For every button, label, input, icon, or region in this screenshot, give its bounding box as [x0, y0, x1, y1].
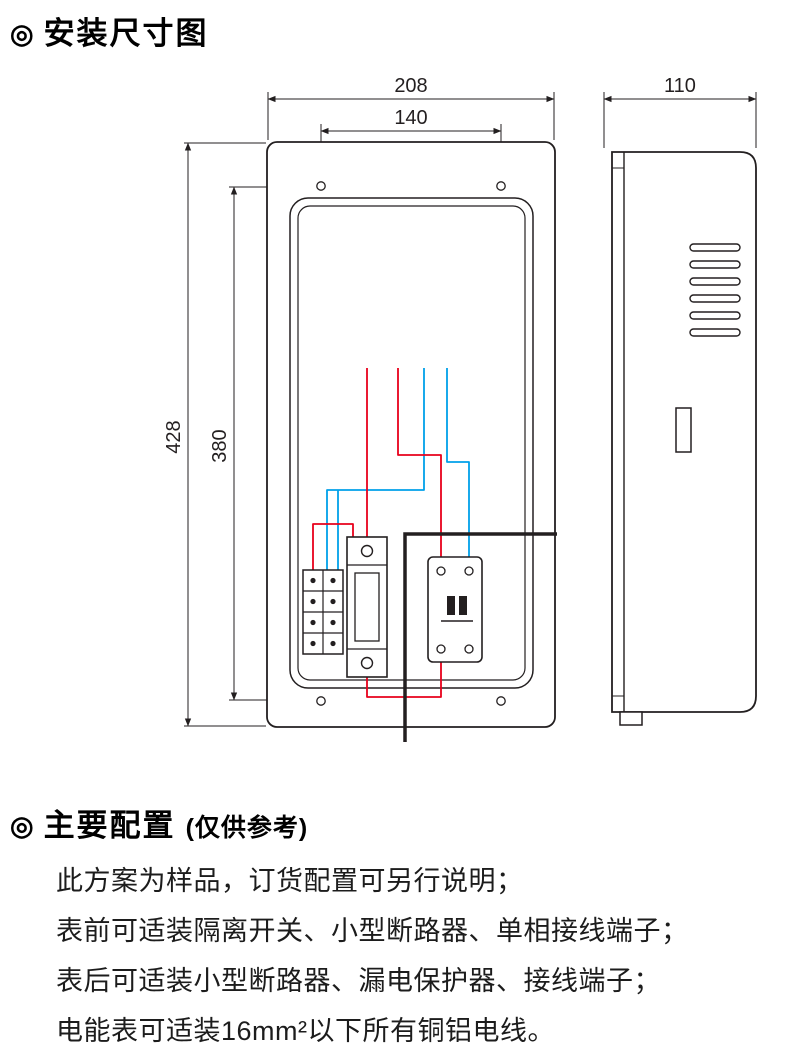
blue-wire-to-breaker	[446, 368, 470, 557]
wiring-blue	[326, 368, 470, 570]
bullseye-bullet-icon: ◎	[10, 811, 34, 841]
config-subtitle: (仅供参考)	[185, 814, 309, 842]
mounting-screw-holes	[316, 181, 506, 706]
note-line-2: 表前可适装隔离开关、小型断路器、单相接线端子；	[56, 916, 689, 946]
side-view	[611, 151, 757, 726]
side-bottom-foot	[619, 711, 643, 726]
meter-top-screw	[360, 544, 374, 558]
side-latch	[675, 407, 692, 453]
terminal-screws	[310, 577, 336, 647]
dimension-width-outer	[267, 92, 555, 140]
enclosure-inner-recess	[297, 205, 526, 681]
section-title-install: ◎ 安装尺寸图	[10, 8, 209, 53]
meter-window	[354, 572, 380, 642]
configuration-notes: 此方案为样品，订货配置可另行说明； 表前可适装隔离开关、小型断路器、单相接线端子…	[56, 856, 786, 1051]
meter-bottom-screw	[360, 656, 374, 670]
dim-label-width-outer: 208	[394, 75, 427, 97]
note-line-4: 电能表可适装16mm²以下所有铜铝电线。	[56, 1016, 556, 1046]
enclosure-outer-frame	[266, 141, 556, 728]
energy-meter	[346, 536, 388, 678]
red-wire-to-breaker	[397, 368, 442, 557]
side-body	[611, 151, 757, 713]
front-view	[266, 141, 556, 728]
blue-wire-to-terminal	[326, 368, 425, 570]
section-title-config: ◎ 主要配置 (仅供参考)	[10, 800, 308, 845]
dimension-height-outer	[184, 142, 266, 727]
dimension-depth	[603, 92, 757, 148]
dim-label-depth: 110	[664, 75, 696, 97]
dim-label-height-inner: 380	[209, 429, 231, 462]
side-flange-ticks	[612, 167, 624, 697]
note-line-3: 表后可适装小型断路器、漏电保护器、接线端子；	[56, 966, 661, 996]
install-title: 安装尺寸图	[43, 16, 209, 51]
enclosure-inner-panel	[289, 197, 534, 689]
terminal-block	[302, 569, 344, 655]
dim-label-height-outer: 428	[163, 420, 185, 453]
bullseye-bullet-icon: ◎	[10, 19, 34, 49]
red-wire-terminal-to-meter	[312, 523, 354, 570]
dim-label-width-inner: 140	[394, 107, 427, 129]
vent-slots	[689, 243, 741, 337]
section-boundary-line	[403, 532, 557, 742]
breaker-toggles	[447, 596, 467, 615]
circuit-breaker	[427, 556, 483, 663]
note-line-1: 此方案为样品，订货配置可另行说明；	[56, 866, 524, 896]
installation-diagram: 208 140 110 428 380	[163, 75, 757, 742]
config-title: 主要配置	[43, 808, 176, 843]
